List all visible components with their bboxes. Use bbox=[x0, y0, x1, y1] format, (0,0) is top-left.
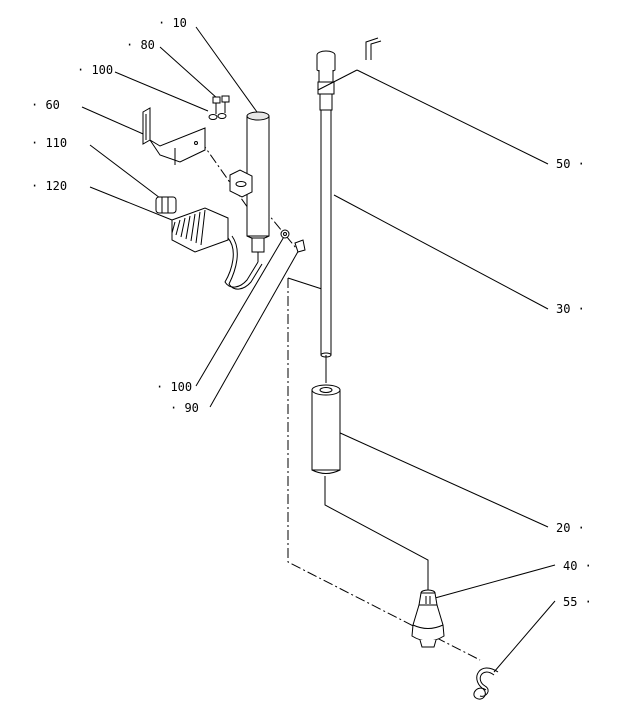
leader-90 bbox=[209, 247, 301, 408]
callout-10: · 10 bbox=[158, 16, 187, 30]
part-30-rod bbox=[316, 50, 358, 383]
callout-90: · 90 bbox=[170, 401, 199, 415]
leader-100b bbox=[195, 234, 286, 387]
callout-20: 20 · bbox=[556, 521, 585, 535]
leader-120 bbox=[89, 186, 173, 221]
centerline-junction bbox=[287, 277, 326, 291]
part-20-sleeve bbox=[311, 384, 341, 474]
leader-20 bbox=[337, 431, 549, 528]
leader-30 bbox=[333, 194, 549, 310]
part-base bbox=[411, 604, 445, 648]
leader-40 bbox=[434, 564, 556, 599]
part-80-screws bbox=[208, 95, 230, 120]
callout-80: · 80 bbox=[126, 38, 155, 52]
leader-50 bbox=[356, 69, 549, 165]
part-60-bracket bbox=[142, 107, 206, 165]
part-50-hook bbox=[365, 37, 382, 60]
leader-80 bbox=[159, 46, 219, 100]
part-110-connector bbox=[155, 196, 177, 214]
callout-30: 30 · bbox=[556, 302, 585, 316]
leader-100a bbox=[114, 71, 209, 112]
part-55-wire-loop bbox=[473, 667, 499, 700]
callout-40: 40 · bbox=[563, 559, 592, 573]
callout-50: 50 · bbox=[556, 157, 585, 171]
callout-120: · 120 bbox=[31, 179, 67, 193]
callout-110: · 110 bbox=[31, 136, 67, 150]
callout-60: · 60 bbox=[31, 98, 60, 112]
part-120-harness bbox=[171, 207, 263, 290]
part-40-insert bbox=[418, 589, 438, 606]
leader-10 bbox=[195, 26, 258, 113]
leader-55 bbox=[493, 600, 556, 673]
callout-labels: · 10 · 80 · 100 · 60 · 110 · 120 50 · 30… bbox=[31, 16, 592, 609]
part-clamp-block bbox=[229, 169, 253, 198]
centerline-tube-to-base bbox=[324, 476, 429, 590]
callout-100b: · 100 bbox=[156, 380, 192, 394]
part-90-clip bbox=[280, 229, 306, 253]
leader-110 bbox=[89, 144, 161, 199]
leader-60 bbox=[81, 106, 151, 138]
part-10-cylinder bbox=[246, 111, 270, 262]
callout-100a: · 100 bbox=[77, 63, 113, 77]
leader-lines bbox=[81, 26, 556, 673]
callout-55: 55 · bbox=[563, 595, 592, 609]
